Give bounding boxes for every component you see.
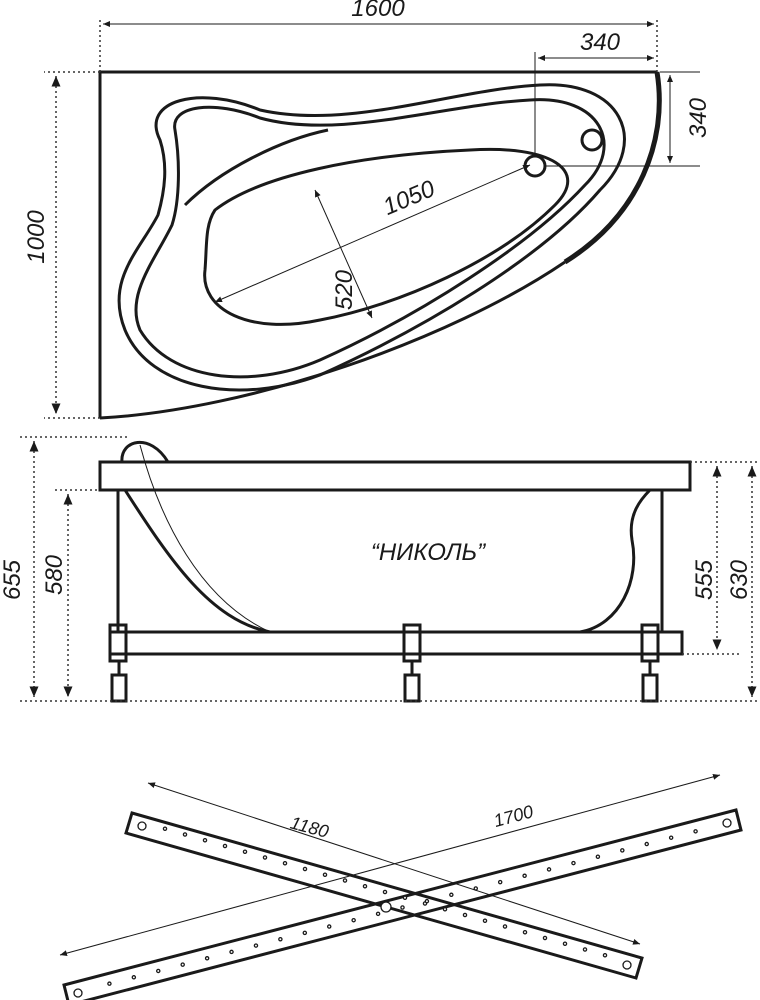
depth-dimension: 1000 [23, 210, 50, 264]
bar-hole [424, 898, 430, 904]
bar-hole [375, 911, 381, 917]
bar-hole [362, 884, 368, 889]
bar-hole [302, 930, 308, 936]
bar-hole [302, 866, 308, 872]
bar-hole [182, 832, 188, 837]
bar-hole [222, 843, 228, 849]
bar-hole [582, 947, 588, 952]
bar-hole [693, 829, 698, 834]
support-legs [108, 490, 664, 703]
bar-hole [351, 917, 356, 923]
bar-hole [204, 956, 210, 961]
bar-hole [282, 861, 288, 866]
bar-hole [242, 849, 248, 855]
bar-hole [462, 912, 468, 918]
inner-length-dimension: 1050 [379, 175, 439, 221]
bar-hole [571, 860, 576, 866]
frame-crossbars: 1180 1700 [59, 773, 743, 1000]
long-bar-dimension: 1700 [492, 801, 536, 831]
bar-hole [722, 818, 732, 828]
bar-hole [278, 936, 283, 942]
tub-body-side [123, 488, 652, 634]
bar-hole [253, 943, 259, 948]
bar-hole [137, 821, 147, 831]
bar-hole [322, 872, 328, 878]
bar-hole [342, 878, 348, 883]
bar-hole [229, 949, 234, 955]
model-name: “НИКОЛЬ” [371, 539, 486, 566]
bar-hole [542, 935, 548, 941]
bar-hole [644, 841, 649, 847]
bar-hole [73, 988, 83, 998]
tub-rim [98, 460, 692, 492]
frame-bar [108, 630, 684, 656]
bar-hole [562, 941, 568, 947]
bar-hole [602, 953, 608, 958]
bar-hole [442, 907, 448, 912]
bar-hole [202, 838, 208, 843]
bar-hole [262, 855, 268, 860]
bar-hole [449, 892, 454, 898]
bar-hole [546, 867, 552, 872]
top-view: 1600 340 340 1000 1050 520 [23, 0, 712, 420]
bar-hole [382, 889, 388, 895]
bar-hole [522, 873, 527, 879]
overflow-icon [580, 128, 604, 152]
bar-hole [107, 981, 112, 986]
bar-hole [497, 879, 503, 885]
inner-width-dimension: 520 [331, 269, 358, 310]
bar-hole [402, 895, 408, 901]
drain-offset-x-dimension: 340 [580, 29, 621, 56]
bar-hole [162, 826, 168, 832]
height-right-inner-dimension: 555 [691, 559, 718, 600]
bar-hole [156, 968, 161, 974]
bar-hole [622, 960, 632, 970]
bar-hole [668, 835, 674, 840]
bar-hole [522, 930, 528, 935]
rim-height-left-dimension: 580 [41, 554, 68, 595]
bowl-outer [117, 83, 626, 392]
bar-hole [482, 918, 488, 924]
bowl-bottom [203, 147, 570, 326]
height-right-dimension: 630 [726, 559, 753, 600]
backrest-curve [183, 128, 329, 207]
bar-hole [326, 924, 332, 929]
bar-hole [595, 854, 601, 859]
bar-hole [380, 901, 392, 913]
bar-hole [131, 975, 137, 980]
side-view: “НИКОЛЬ” 655 580 555 630 [0, 436, 760, 703]
headrest [120, 441, 170, 463]
tub-curved-front [563, 71, 662, 265]
bar-hole [400, 905, 405, 910]
total-height-dimension: 655 [0, 559, 26, 600]
bar-hole [180, 962, 185, 967]
short-bar-dimension: 1180 [288, 813, 331, 842]
bar-hole [502, 924, 508, 929]
drain-offset-y-dimension: 340 [685, 97, 712, 138]
short-frame-bar [124, 811, 644, 980]
bar-hole [620, 848, 625, 853]
width-dimension: 1600 [351, 0, 405, 22]
